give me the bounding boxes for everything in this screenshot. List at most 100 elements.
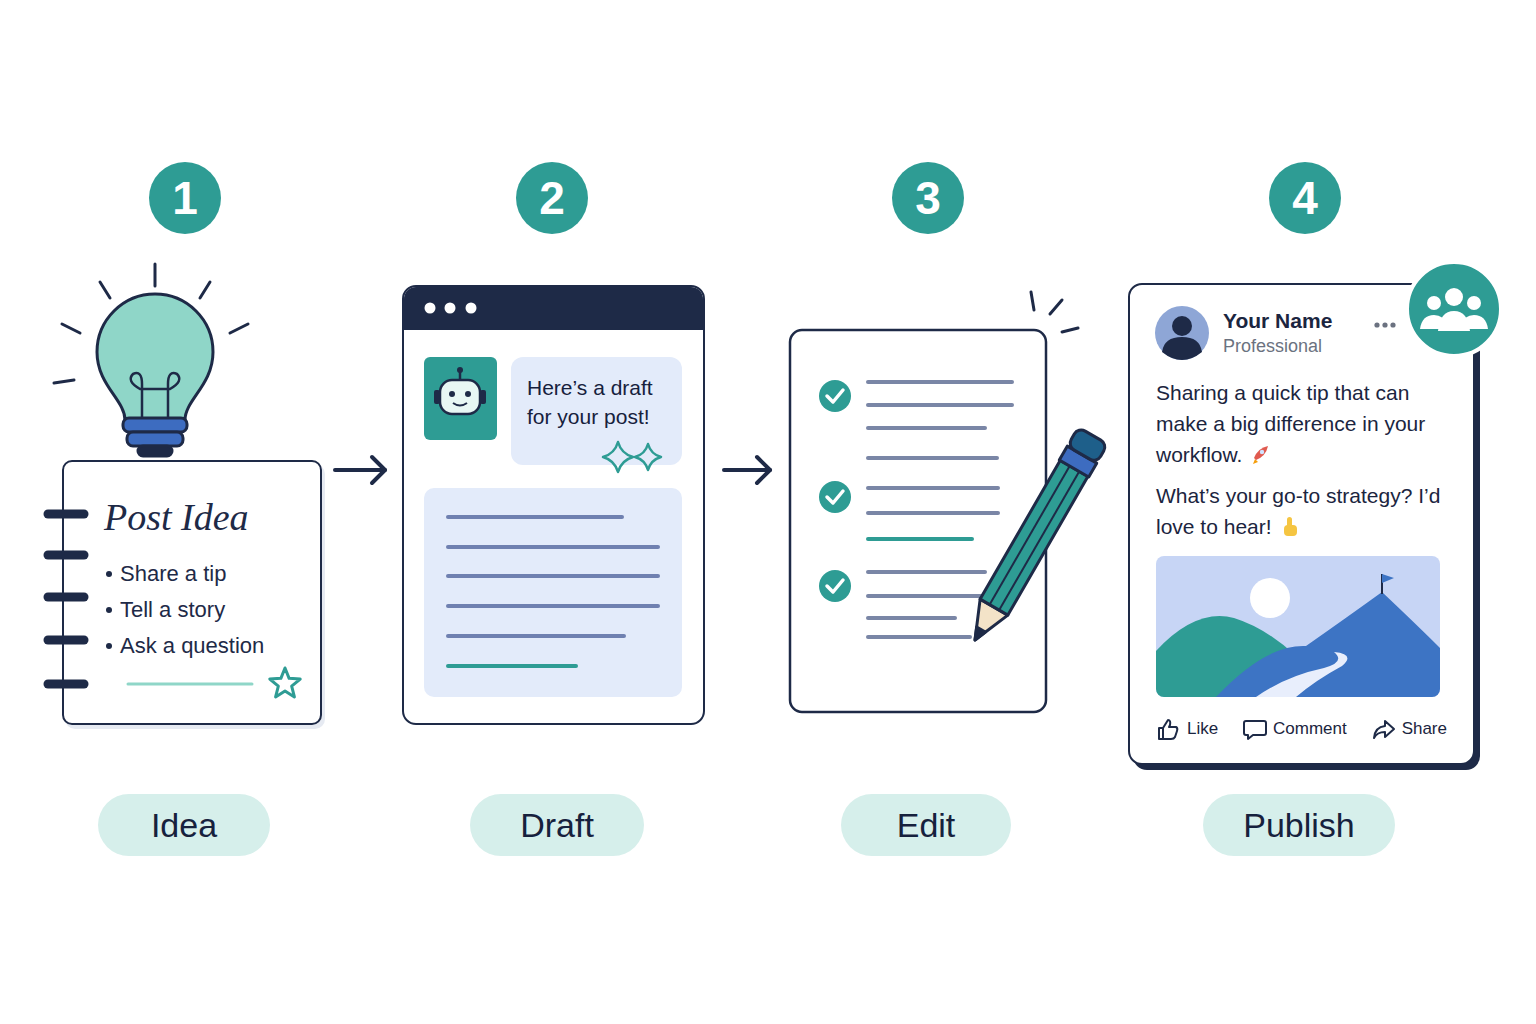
illustration-circle xyxy=(1382,322,1387,327)
social-post-card: Your NameProfessionalSharing a quick tip… xyxy=(1128,283,1475,765)
illustration-circle xyxy=(1260,450,1264,454)
illustration-line xyxy=(448,574,658,578)
illustration-line xyxy=(868,486,998,490)
pointing-hand-icon xyxy=(1278,516,1302,538)
illustration-line xyxy=(448,604,658,608)
action-text: Like xyxy=(1187,717,1218,741)
illustration-circle xyxy=(425,303,436,314)
post-text: What’s your go-to strategy? I’d love to … xyxy=(1156,484,1440,538)
illustration-rect xyxy=(404,287,705,330)
illustration-line xyxy=(868,380,1012,384)
illustration-circle xyxy=(819,481,851,513)
step-label: Idea xyxy=(98,794,270,856)
bullet-text: Tell a story xyxy=(120,592,225,628)
step-label: Publish xyxy=(1203,794,1395,856)
illustration-rect xyxy=(123,418,187,432)
illustration-path xyxy=(270,668,300,697)
post-paragraph: What’s your go-to strategy? I’d love to … xyxy=(1156,480,1447,542)
illustration-rect xyxy=(434,390,440,404)
community-icon xyxy=(1407,262,1501,356)
browser-decoration xyxy=(404,287,703,723)
action-button: Like xyxy=(1156,717,1218,741)
illustration-line xyxy=(868,635,970,639)
pencil xyxy=(960,427,1107,648)
action-text: Comment xyxy=(1273,717,1347,741)
illustration-path xyxy=(1254,446,1268,460)
illustration-path xyxy=(635,444,661,470)
illustration-circle xyxy=(466,303,477,314)
illustration-circle xyxy=(449,391,455,397)
illustration-line xyxy=(868,594,990,598)
rocket-icon xyxy=(1248,444,1272,466)
action-icon xyxy=(1371,717,1397,741)
bullet-text: Share a tip xyxy=(120,556,226,592)
landscape-picture xyxy=(1156,556,1440,697)
illustration-circle xyxy=(1250,578,1290,618)
action-text: Share xyxy=(1402,717,1447,741)
flow-arrow xyxy=(335,457,385,483)
illustration-g xyxy=(827,390,843,592)
illustration-rect xyxy=(1156,556,1440,697)
action-icon xyxy=(1242,717,1268,741)
illustration-circle xyxy=(1467,296,1481,310)
illustration-circle xyxy=(106,643,112,649)
illustration-circle xyxy=(819,570,851,602)
illustration-line xyxy=(448,515,622,519)
illustration-rect xyxy=(138,446,172,456)
illustration-path xyxy=(97,294,213,420)
lightbulb xyxy=(54,264,248,456)
illustration-circle xyxy=(465,391,471,397)
arrow xyxy=(724,457,770,483)
post-image xyxy=(1156,556,1440,697)
illustration-circle xyxy=(1172,316,1192,336)
illustration-line xyxy=(868,511,998,515)
bullet-dot xyxy=(104,569,120,579)
illustration-path xyxy=(603,442,633,472)
illustration-line xyxy=(154,264,157,286)
step-label-text: Idea xyxy=(151,808,217,842)
bullet-dot xyxy=(104,605,120,615)
illustration-circle xyxy=(1390,322,1395,327)
illustration-circle xyxy=(445,303,456,314)
illustration-line xyxy=(868,403,1012,407)
illustration-line xyxy=(200,282,210,298)
illustration-line xyxy=(448,545,658,549)
illustration-path xyxy=(1159,720,1177,739)
illustration-line xyxy=(48,510,84,519)
illustration-path xyxy=(1244,721,1266,739)
illustration-path xyxy=(1253,459,1258,464)
illustration-rect xyxy=(480,390,486,404)
illustration-line xyxy=(868,537,972,541)
post-paragraph: Sharing a quick tip that can make a big … xyxy=(1156,377,1447,470)
illustration-rect xyxy=(1067,427,1107,463)
illustration-line xyxy=(48,551,84,560)
robot-icon xyxy=(424,357,497,440)
illustration-line xyxy=(868,616,955,620)
illustration-line xyxy=(868,426,985,430)
illustration-rect xyxy=(424,488,682,697)
illustration-rect xyxy=(424,357,497,440)
step-number: 3 xyxy=(892,162,964,234)
post-actions: Like Comment Share xyxy=(1156,717,1447,741)
notepad-card: Post IdeaShare a tipTell a storyAsk a qu… xyxy=(62,460,322,725)
illustration-circle xyxy=(106,607,112,613)
illustration-rect xyxy=(440,380,480,414)
illustration-circle xyxy=(457,367,463,373)
arrow-head xyxy=(372,457,385,483)
step-number: 2 xyxy=(516,162,588,234)
illustration-path xyxy=(1162,337,1202,360)
action-button: Comment xyxy=(1242,717,1347,741)
bullet-text: Ask a question xyxy=(120,628,264,664)
illustration-path xyxy=(1382,574,1394,583)
bullet-row: Tell a story xyxy=(104,592,304,628)
illustration-line xyxy=(100,282,110,298)
illustration-line xyxy=(999,472,1079,611)
bullet-dot xyxy=(104,641,120,651)
author-name: Your Name xyxy=(1223,307,1397,334)
notepad-title: Post Idea xyxy=(104,493,304,541)
illustration-circle xyxy=(1407,262,1501,356)
illustration-rect xyxy=(980,461,1088,616)
check-marks xyxy=(819,380,851,602)
chat-bubble: Here’s a draft for your post! xyxy=(511,357,682,465)
